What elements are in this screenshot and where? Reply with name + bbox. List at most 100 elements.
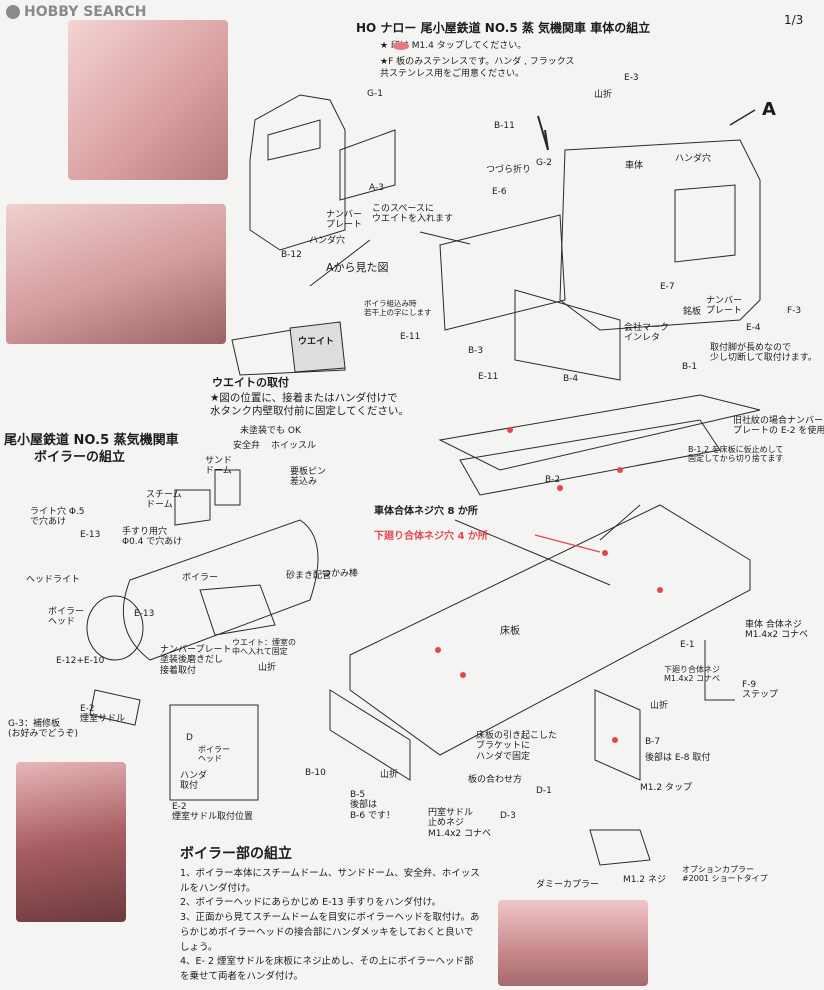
boiler-photo [16, 762, 126, 922]
label-light-hole: ライト穴 Φ.5 で穴あけ [30, 507, 85, 528]
label-g1: G-1 [367, 89, 383, 99]
label-smokebox-screw: 円室サドル 止めネジ M1.4x2 コナベ [428, 808, 491, 839]
label-yamaori-4: 山折 [380, 770, 399, 780]
label-e11-b: E-11 [478, 372, 499, 382]
label-solder-hole: ハンダ穴 [309, 236, 346, 246]
page-title: HO ナロー 尾小屋鉄道 NO.5 蒸 気機関車 車体の組立 [356, 21, 651, 35]
label-handrail: 手すり用穴 Φ0.4 で穴あけ [122, 527, 183, 548]
label-tap-12: M1.2 タップ [640, 783, 692, 793]
label-numberplate-2: ナンバー プレート [706, 296, 743, 317]
weight-mount-line-1: ★図の位置に、接着またはハンダ付けで [210, 392, 398, 404]
boiler-instructions: ボイラー部の組立 1、ボイラー本体にスチームドーム、サンドドーム、安全弁、ホイッ… [180, 843, 480, 985]
label-solder-hole-2: ハンダ穴 [675, 154, 712, 164]
label-tsuzura: つづら折り [486, 165, 532, 175]
label-body-screw: 車体 合体ネジ M1.4x2 コナベ [745, 620, 808, 641]
view-a-marker: A [762, 99, 776, 120]
label-boiler-mount: ボイラ組込み時 若干上の字にします [364, 299, 432, 317]
label-saddle-pos: E-2 煙室サドル取付位置 [172, 802, 254, 823]
label-e13: E-13 [80, 530, 101, 540]
b11-part [537, 115, 549, 151]
red-leader [534, 534, 601, 553]
label-m12: M1.2 ネジ [623, 875, 666, 885]
boiler-step-1: 1、ボイラー本体にスチームドーム、サンドドーム、安全弁、ホイッスルをハンダ付け。 [180, 868, 480, 894]
f-plate-note: ★F 板のみステンレスです。ハンダ , フラックス [380, 57, 575, 67]
label-long-fit: 取付脚が長めなので 少し切断して取付けます。 [710, 343, 817, 364]
boiler-step-2: 2、ボイラーヘッドにあらかじめ E-13 手すりをハンダ付け。 [180, 897, 442, 909]
label-a3: A-3 [369, 183, 384, 193]
label-b1: B-1 [682, 362, 698, 372]
label-b2: B-2 [545, 475, 561, 485]
label-b5: B-5 後部は B-6 です！ [350, 790, 396, 821]
label-g2: G-2 [536, 158, 552, 168]
label-dummy-coupler: ダミーカプラー [536, 880, 600, 890]
tap-markers [435, 427, 663, 743]
label-e4: E-4 [746, 323, 761, 333]
label-option-coupler: オプションカプラー #2001 ショートタイプ [682, 865, 768, 884]
main-frame [349, 504, 751, 756]
label-g3: G-3：補修板 (お好みでどうぞ) [8, 719, 79, 740]
tap-mark-icon [393, 42, 409, 50]
label-boiler: ボイラー [182, 573, 219, 583]
body-photo-1 [68, 20, 228, 180]
boiler-title-1: 尾小屋鉄道 NO.5 蒸気機関車 [4, 433, 179, 448]
label-body-screw-8: 車体合体ネジ穴 8 か所 [374, 506, 478, 517]
label-b3: B-3 [468, 346, 484, 356]
label-lever-pin: 要板ピン 差込み [290, 467, 327, 488]
label-under-screw-4: 下廻り合体ネジ穴 4 か所 [374, 531, 488, 542]
label-b10: B-10 [305, 768, 326, 778]
label-solder-small: ハンダ 取付 [180, 771, 208, 792]
label-meiban: 銘板 [683, 307, 702, 317]
boiler-section-heading: ボイラー部の組立 [180, 846, 292, 862]
tap-note: ★ 印は M1.4 タップしてください。 [380, 41, 527, 51]
label-e6: E-6 [492, 187, 507, 197]
label-boiler-head: ボイラー ヘッド [48, 607, 85, 628]
label-b7: B-7 [645, 737, 661, 747]
label-headlight: ヘッドライト [26, 575, 81, 585]
label-yukaita: 床板 [500, 626, 520, 637]
label-whistle: ホイッスル [271, 441, 317, 451]
inset-frame [169, 704, 259, 801]
label-d: D [186, 733, 193, 743]
label-e2: E-2 煙室サドル [80, 704, 126, 725]
label-b4: B-4 [563, 374, 579, 384]
label-e11-a: E-11 [400, 332, 421, 342]
label-steam-dome: スチーム ドーム [146, 490, 182, 511]
label-e13-b: E-13 [134, 609, 155, 619]
label-b12-fix: B-1,2 を床板に仮止めして 固定してから切り捨てます [688, 445, 784, 464]
boiler-title-2: ボイラーの組立 [34, 450, 126, 465]
label-tsukami: つかみ棒 [322, 569, 359, 579]
label-e7: E-7 [660, 282, 675, 292]
label-e1: E-1 [680, 640, 695, 650]
view-a-arrow [729, 109, 756, 126]
label-weight-note: ウエイト：煙室の 中へ入れて固定 [232, 638, 296, 657]
label-itano: 板の合わせ方 [468, 775, 523, 785]
boiler-step-3: 3、正面から見てスチームドームを目安にボイラーヘッドを取付け。あらかじめボイラー… [180, 912, 480, 953]
label-f9: F-9 ステップ [742, 680, 779, 701]
watermark-logo: HOBBY SEARCH [6, 4, 146, 20]
label-under-screw: 下廻り合体ネジ M1.4x2 コナベ [664, 665, 720, 684]
floor-plate-b1 [438, 394, 761, 471]
label-e3: E-3 [624, 73, 639, 83]
label-sand-pipe: 砂まき配管 [286, 571, 332, 581]
label-e12: E-12+E-10 [56, 656, 105, 666]
label-sand-dome: サンド ドーム [205, 456, 233, 477]
label-yamaori-2: 山折 [650, 701, 669, 711]
cab-g1-outline [249, 94, 346, 251]
label-unpainted-ok: 未塗装でも OK [240, 426, 301, 436]
label-company-mark: 会社マーク インレタ [624, 323, 670, 344]
boiler-step-4: 4、E- 2 煙室サドルを床板にネジ止めし、その上にボイラーヘッド部を乗せて両者… [180, 956, 474, 983]
locomotive-photo [498, 900, 648, 986]
leader-1 [419, 231, 471, 245]
watermark-text: HOBBY SEARCH [24, 4, 147, 20]
boiler-body [122, 519, 319, 661]
page-number: 1/3 [784, 13, 804, 27]
label-bracket: 床板の引き起こした ブラケットに ハンダで固定 [476, 731, 558, 762]
label-yamaori-3: 山折 [258, 663, 277, 673]
weight-box-label: ウエイト [298, 337, 335, 347]
label-rear-e8: 後部は E-8 取付 [645, 753, 711, 763]
label-d3: D-3 [500, 811, 516, 821]
label-yamaori: 山折 [594, 90, 613, 100]
label-b11: B-11 [494, 121, 515, 131]
f-plate-note-2: 共ステンレス用をご用意ください。 [380, 69, 525, 79]
